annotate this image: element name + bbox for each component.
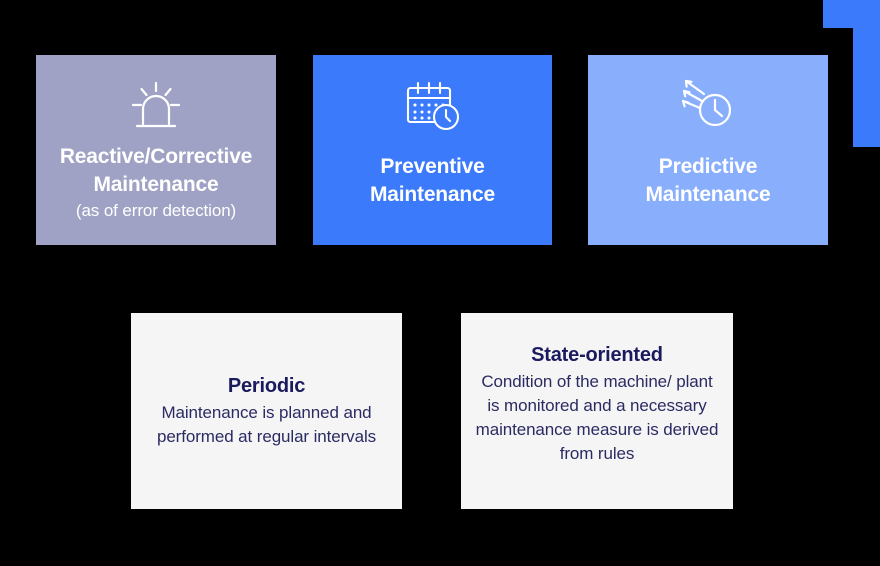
- card-title-line1: Reactive/Corrective: [59, 145, 253, 168]
- card-predictive-maintenance[interactable]: Predictive Maintenance: [588, 55, 828, 245]
- clock-arrows-icon: [679, 77, 737, 135]
- card-subtitle: (as of error detection): [75, 201, 237, 221]
- card-title-line1: Predictive: [658, 155, 758, 178]
- card-periodic[interactable]: Periodic Maintenance is planned and perf…: [131, 313, 402, 509]
- card-title: State-oriented: [531, 343, 663, 366]
- card-title-line1: Preventive: [380, 155, 485, 178]
- card-title-line2: Maintenance: [370, 182, 495, 206]
- card-title-line2: Maintenance: [93, 172, 219, 196]
- card-title-line2: Maintenance: [645, 182, 771, 206]
- card-preventive-maintenance[interactable]: Preventive Maintenance: [313, 55, 552, 245]
- decorative-rect-column: [853, 0, 880, 147]
- calendar-clock-icon: [404, 77, 462, 135]
- card-body: Condition of the machine/ plant is monit…: [475, 371, 719, 464]
- card-reactive-corrective-maintenance[interactable]: Reactive/Corrective Maintenance (as of e…: [36, 55, 276, 245]
- card-state-oriented[interactable]: State-oriented Condition of the machine/…: [461, 313, 733, 509]
- alarm-siren-icon: [128, 77, 184, 135]
- card-body: Maintenance is planned and performed at …: [156, 402, 377, 446]
- card-title: Periodic: [227, 374, 306, 397]
